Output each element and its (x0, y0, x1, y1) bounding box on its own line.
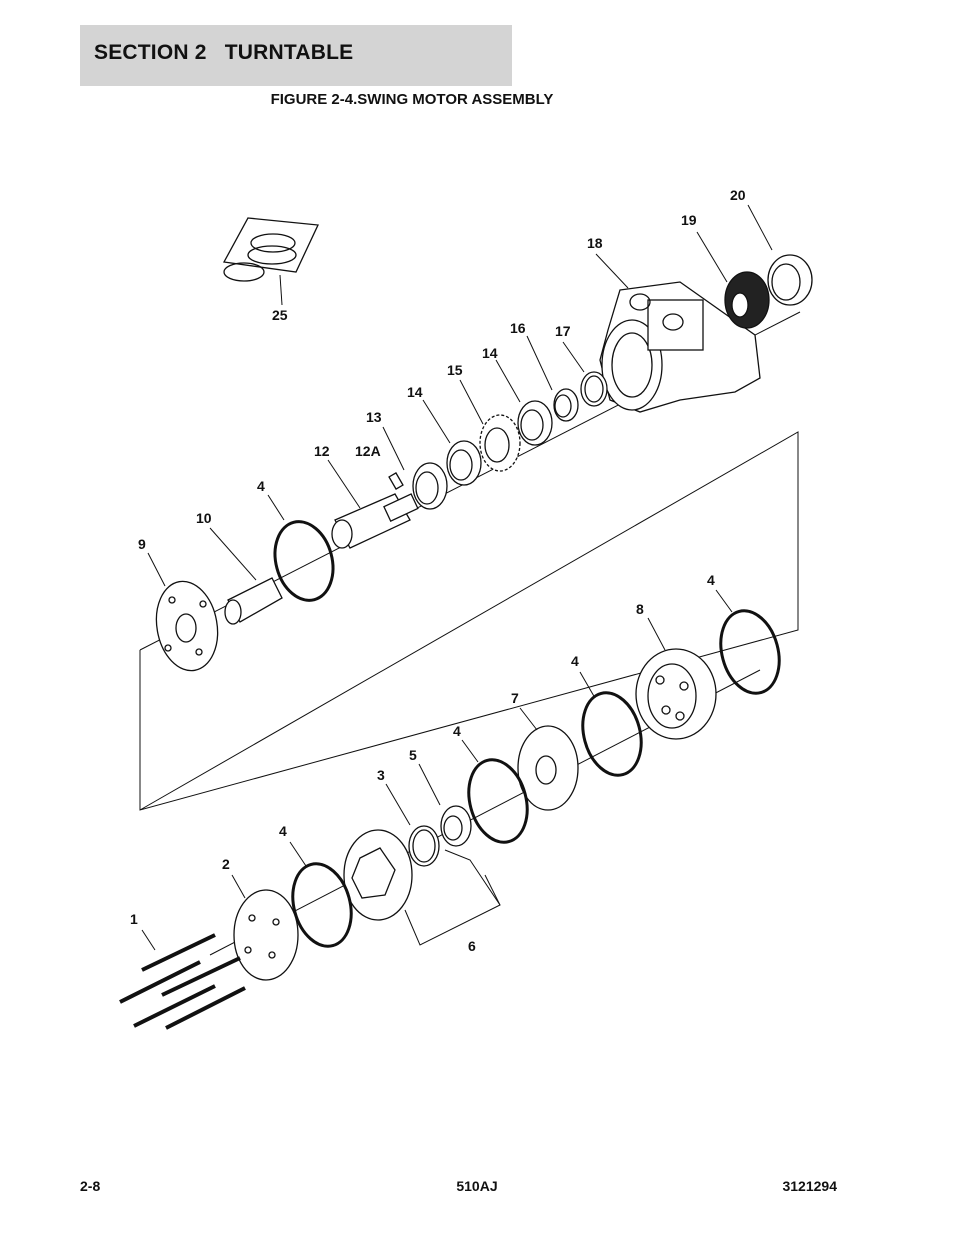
footer-doc-number: 3121294 (782, 1178, 837, 1194)
callout-2: 2 (222, 856, 230, 872)
o-ring-right (715, 589, 781, 695)
seal-16 (526, 335, 579, 422)
thrust-washer-14-upper (495, 359, 553, 446)
footer-page-number: 2-8 (80, 1178, 101, 1194)
callout-19: 19 (681, 212, 697, 228)
assembly-bracket-line (139, 431, 799, 811)
o-ring-lower-mid (461, 739, 529, 844)
spacer-5 (418, 763, 472, 847)
callout-4-lower: 4 (279, 823, 287, 839)
callout-20: 20 (730, 187, 746, 203)
callout-4-mid: 4 (571, 653, 579, 669)
callout-4-right: 4 (707, 572, 715, 588)
spline-shaft (209, 527, 283, 625)
seal-13 (382, 426, 448, 510)
callout-14-upper: 14 (482, 345, 498, 361)
callout-13: 13 (366, 409, 382, 425)
callout-6: 6 (468, 938, 476, 954)
key-12a (388, 472, 404, 490)
bearing (696, 231, 770, 329)
callout-10: 10 (196, 510, 212, 526)
seal-kit-bag (222, 217, 319, 306)
callout-12: 12 (314, 443, 330, 459)
figure-title: FIGURE 2-4.SWING MOTOR ASSEMBLY (0, 91, 954, 108)
callout-16: 16 (510, 320, 526, 336)
callout-7: 7 (511, 690, 519, 706)
callout-3: 3 (377, 767, 385, 783)
figure-title-text: FIGURE 2-4.SWING MOTOR ASSEMBLY (270, 91, 554, 108)
callout-1: 1 (130, 911, 138, 927)
callout-12a: 12A (355, 443, 381, 459)
motor-housing (595, 253, 761, 413)
commutator-7 (517, 707, 579, 811)
thrust-bearing-15 (459, 379, 521, 472)
callout-labels: 20 19 18 25 16 17 14 15 14 13 12 12A 4 1… (130, 187, 746, 954)
callout-9: 9 (138, 536, 146, 552)
dust-seal (747, 204, 813, 306)
ring-3 (385, 783, 440, 867)
thrust-washer-14-lower (422, 399, 482, 486)
section-title: SECTION 2 TURNTABLE (94, 41, 354, 64)
end-cap-2 (231, 874, 299, 981)
cap-screws-1 (119, 929, 246, 1030)
callout-4-upper: 4 (257, 478, 265, 494)
callout-17: 17 (555, 323, 571, 339)
section-header: SECTION 2 TURNTABLE (80, 25, 512, 86)
callout-15: 15 (447, 362, 463, 378)
callout-4-lower-mid: 4 (453, 723, 461, 739)
o-ring-lower (289, 841, 353, 948)
seal-ring-17 (562, 341, 608, 407)
o-ring-mid (579, 671, 643, 777)
valve-plate-8 (635, 617, 717, 740)
callout-18: 18 (587, 235, 603, 251)
callout-25: 25 (272, 307, 288, 323)
o-ring-upper (267, 494, 335, 602)
callout-14-lower: 14 (407, 384, 423, 400)
callout-5: 5 (409, 747, 417, 763)
drive-shaft (327, 459, 419, 549)
geroler-6 (343, 829, 501, 946)
callout-8: 8 (636, 601, 644, 617)
footer-model: 510AJ (456, 1178, 498, 1194)
end-plate (147, 552, 219, 672)
